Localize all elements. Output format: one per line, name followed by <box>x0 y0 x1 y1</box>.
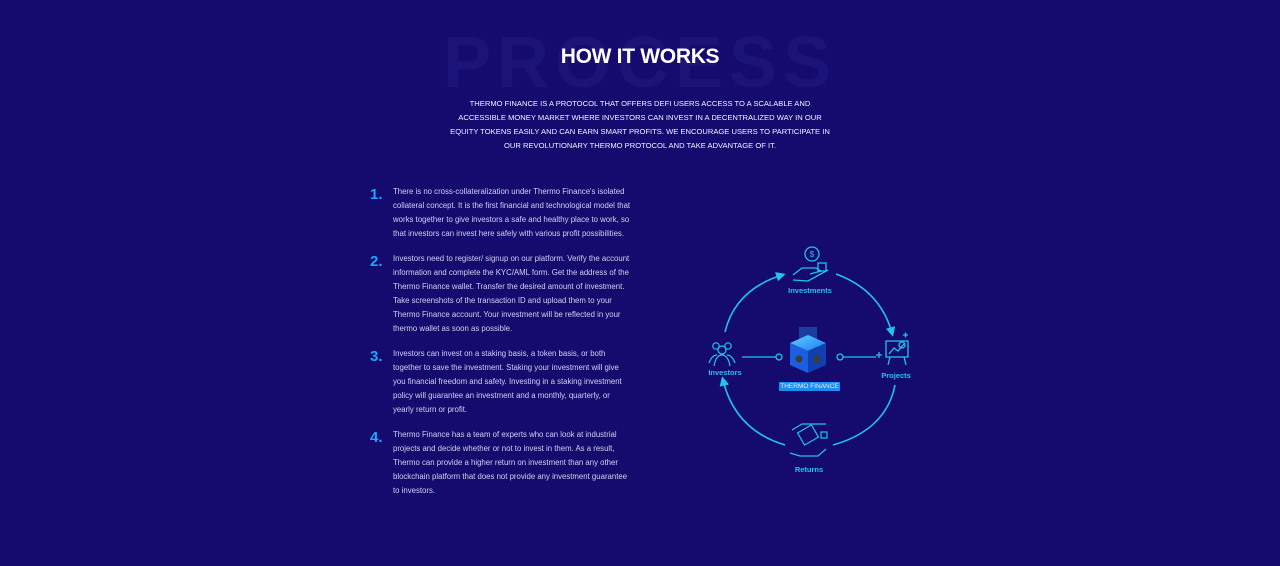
arc-investors-to-investments <box>724 272 786 333</box>
step-text: Investors need to register/ signup on ou… <box>393 254 630 333</box>
projects-label: Projects <box>881 371 911 380</box>
arc-investments-to-projects <box>835 273 896 337</box>
svg-text:$: $ <box>810 250 815 259</box>
arc-projects-to-returns <box>832 384 896 446</box>
section-title: HOW IT WORKS <box>560 45 720 68</box>
section-intro: THERMO FINANCE IS A PROTOCOL THAT OFFERS… <box>450 99 830 150</box>
process-cycle-diagram: $ Invest <box>690 235 930 480</box>
step-number: 2. <box>370 253 383 270</box>
step-item-2: 2. Investors need to register/ signup on… <box>370 252 632 336</box>
step-text: Thermo Finance has a team of experts who… <box>393 430 628 495</box>
step-item-3: 3. Investors can invest on a staking bas… <box>370 347 632 417</box>
thermo-cube-icon <box>790 327 826 373</box>
background-watermark-word: PROCESS <box>442 23 838 103</box>
step-number: 3. <box>370 348 383 365</box>
thermo-finance-label: THERMO FINANCE <box>779 382 840 391</box>
step-number: 1. <box>370 186 383 203</box>
step-text: There is no cross-collateralization unde… <box>393 187 631 238</box>
arc-returns-to-investors <box>719 376 786 446</box>
step-item-4: 4. Thermo Finance has a team of experts … <box>370 428 632 498</box>
investments-icon: $ <box>792 246 829 282</box>
projects-icon <box>876 332 909 366</box>
step-item-1: 1. There is no cross-collateralization u… <box>370 185 632 241</box>
returns-icon <box>789 423 828 457</box>
investors-label: Investors <box>708 368 742 377</box>
steps-list: 1. There is no cross-collateralization u… <box>370 185 632 509</box>
investments-label: Investments <box>788 286 832 295</box>
step-number: 4. <box>370 429 383 446</box>
returns-label: Returns <box>794 465 824 474</box>
investors-icon <box>708 342 736 367</box>
cycle-graphic: $ <box>708 246 909 457</box>
step-text: Investors can invest on a staking basis,… <box>393 349 622 414</box>
